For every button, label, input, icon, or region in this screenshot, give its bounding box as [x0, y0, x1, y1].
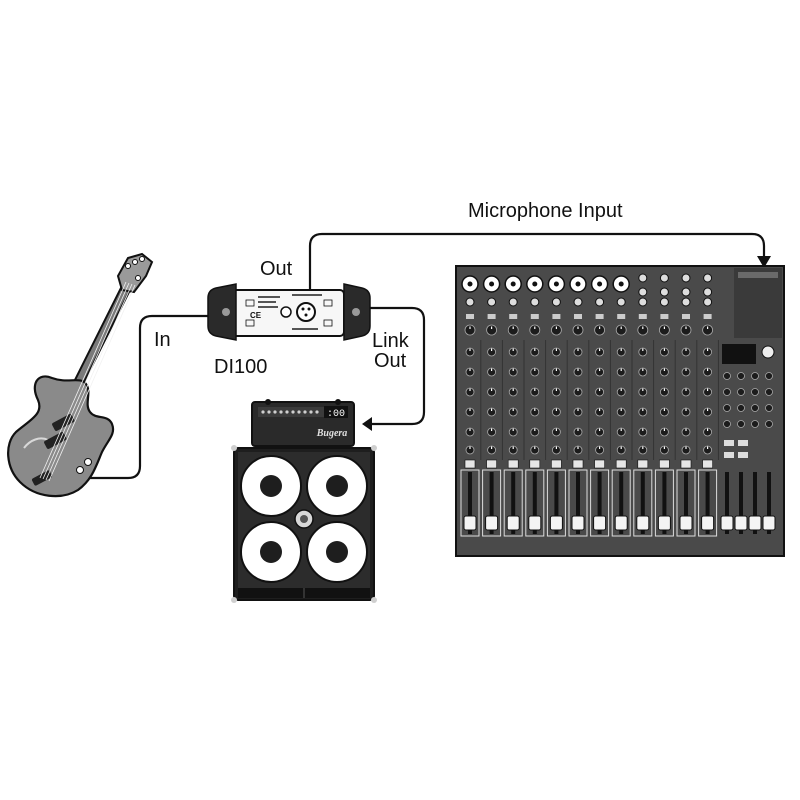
- label-microphone-input: Microphone Input: [468, 200, 623, 222]
- amp-head: :00 Bugera: [251, 399, 355, 447]
- mixer-channel-strip: [654, 273, 676, 537]
- label-out: Out: [260, 258, 293, 280]
- di-jack-1: [280, 306, 292, 318]
- di-xlr-output: [296, 302, 316, 322]
- mixing-console: [455, 265, 785, 557]
- speaker-cabinet: [231, 445, 377, 603]
- label-device-di100: DI100: [214, 356, 267, 378]
- cable-link-out-to-amp: [360, 306, 426, 426]
- arrow-into-mixer-icon: [757, 256, 771, 268]
- mixer-display: [722, 344, 756, 364]
- mixer-channel-strip: [525, 275, 547, 537]
- mixer-channel-strip: [590, 275, 611, 537]
- mixer-channel-strip: [633, 273, 655, 537]
- cable-out-to-mixer: [308, 232, 766, 290]
- mixer-master-section: [720, 372, 776, 534]
- arrow-into-amp-icon: [362, 417, 372, 431]
- label-in: In: [154, 329, 171, 351]
- bass-guitar: [7, 252, 154, 498]
- label-link-out-line2: Out: [374, 350, 407, 372]
- mixer-channel-strip: [546, 275, 568, 537]
- mixer-channel-strip: [676, 273, 698, 537]
- di100-box: CE: [207, 283, 371, 341]
- mixer-channel-strip: [503, 275, 525, 537]
- amp-display: [324, 406, 348, 418]
- mixer-channel-strip: [698, 273, 719, 537]
- cable-guitar-to-di: [82, 314, 212, 480]
- mixer-channel-strip: [568, 275, 590, 537]
- cables: [82, 232, 766, 480]
- mixer-channels: [460, 273, 719, 537]
- speaker-cones: [240, 455, 368, 583]
- amp-display-text: :00: [327, 409, 345, 420]
- mixer-channel-strip: [482, 275, 503, 537]
- amp-brand-logo: Bugera: [316, 428, 348, 439]
- label-link-out-line1: Link: [372, 330, 410, 352]
- mixer-channel-strip: [611, 275, 633, 537]
- mixer-channel-strip: [460, 275, 482, 537]
- svg-text:CE: CE: [250, 311, 262, 320]
